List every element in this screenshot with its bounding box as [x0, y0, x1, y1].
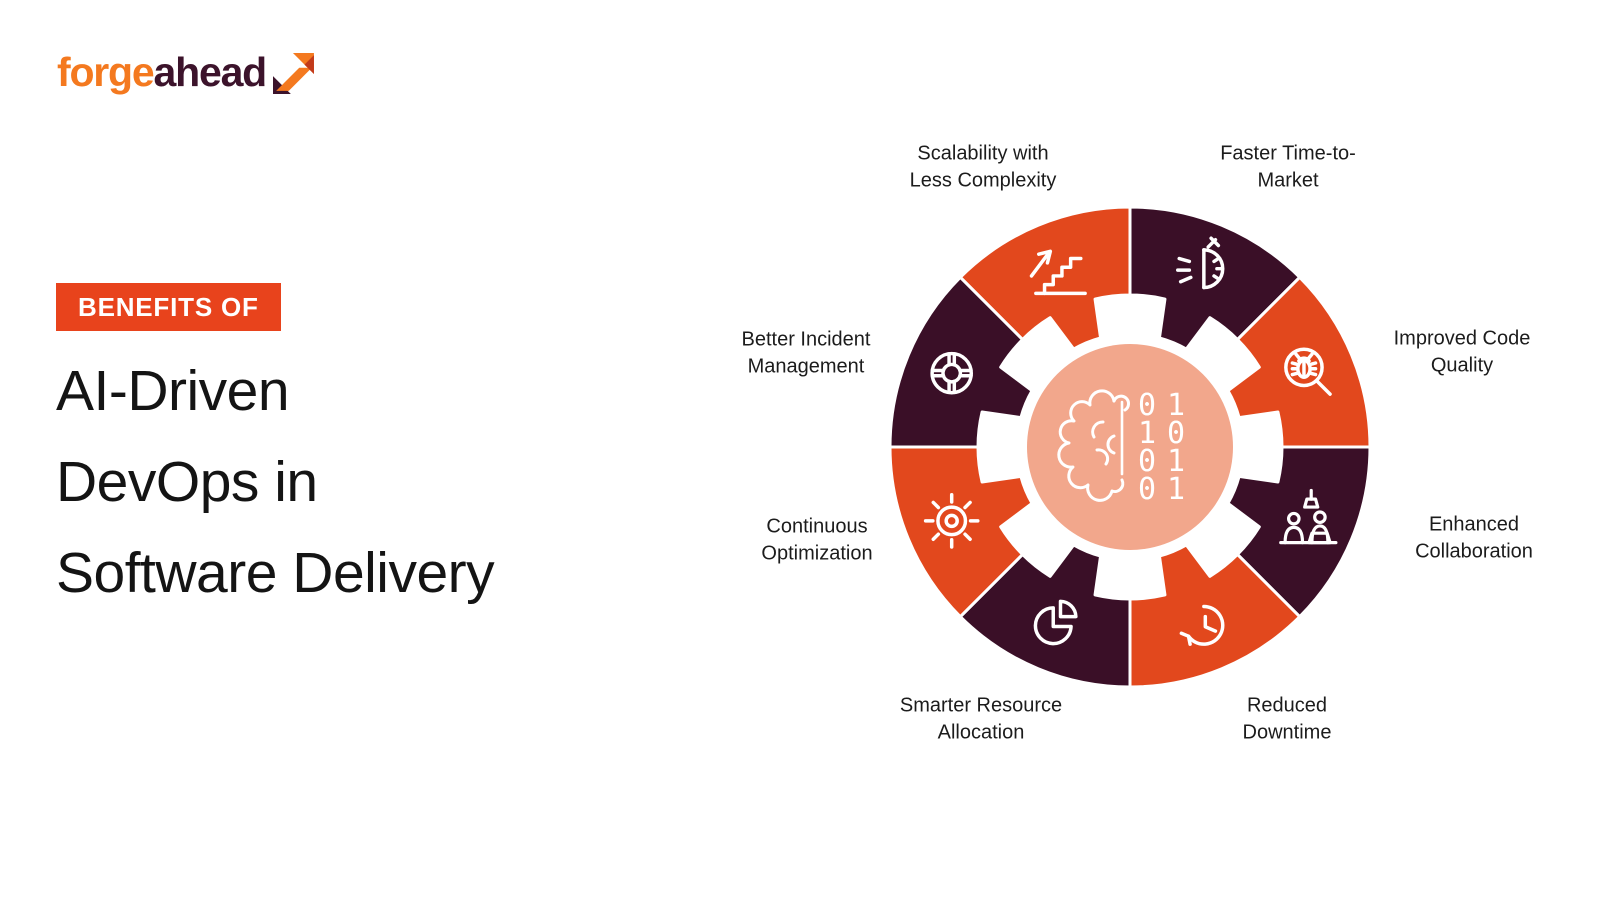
binary-row: 01	[1138, 444, 1196, 479]
wheel-center-circle	[1027, 344, 1233, 550]
wheel-segment-bottom-left	[958, 543, 1132, 689]
label-continuous-optimization: Continuous Optimization	[761, 515, 873, 564]
benefits-of-badge: BENEFITS OF	[56, 283, 281, 331]
binary-row: 01	[1138, 388, 1196, 423]
label-scalability: Scalability with Less Complexity	[909, 142, 1057, 191]
binary-row: 10	[1138, 416, 1196, 451]
binary-row: 01	[1138, 472, 1196, 507]
wheel-segment-bottom-right	[1128, 543, 1302, 689]
wheel-segments	[888, 205, 1372, 689]
ai-brain-binary-icon	[1057, 389, 1130, 502]
page-title: AI-Driven DevOps in Software Delivery	[56, 359, 495, 606]
label-faster-time-to-market: Faster Time-to-Market	[1220, 142, 1356, 191]
logo-text-forge: forge	[57, 48, 155, 95]
label-reduced-downtime: Reduced Downtime	[1242, 694, 1332, 743]
label-enhanced-collaboration: Enhanced Collaboration	[1415, 513, 1533, 562]
logo-arrow-icon	[273, 53, 314, 94]
wheel-segment-left-upper	[888, 275, 1034, 449]
label-better-incident-management: Better Incident Management	[741, 328, 871, 377]
label-improved-code-quality: Improved Code Quality	[1393, 327, 1531, 376]
wheel-segment-top-left	[958, 205, 1132, 351]
logo-text-ahead: ahead	[153, 48, 268, 95]
label-smarter-resource-allocation: Smarter Resource Allocation	[899, 694, 1063, 743]
